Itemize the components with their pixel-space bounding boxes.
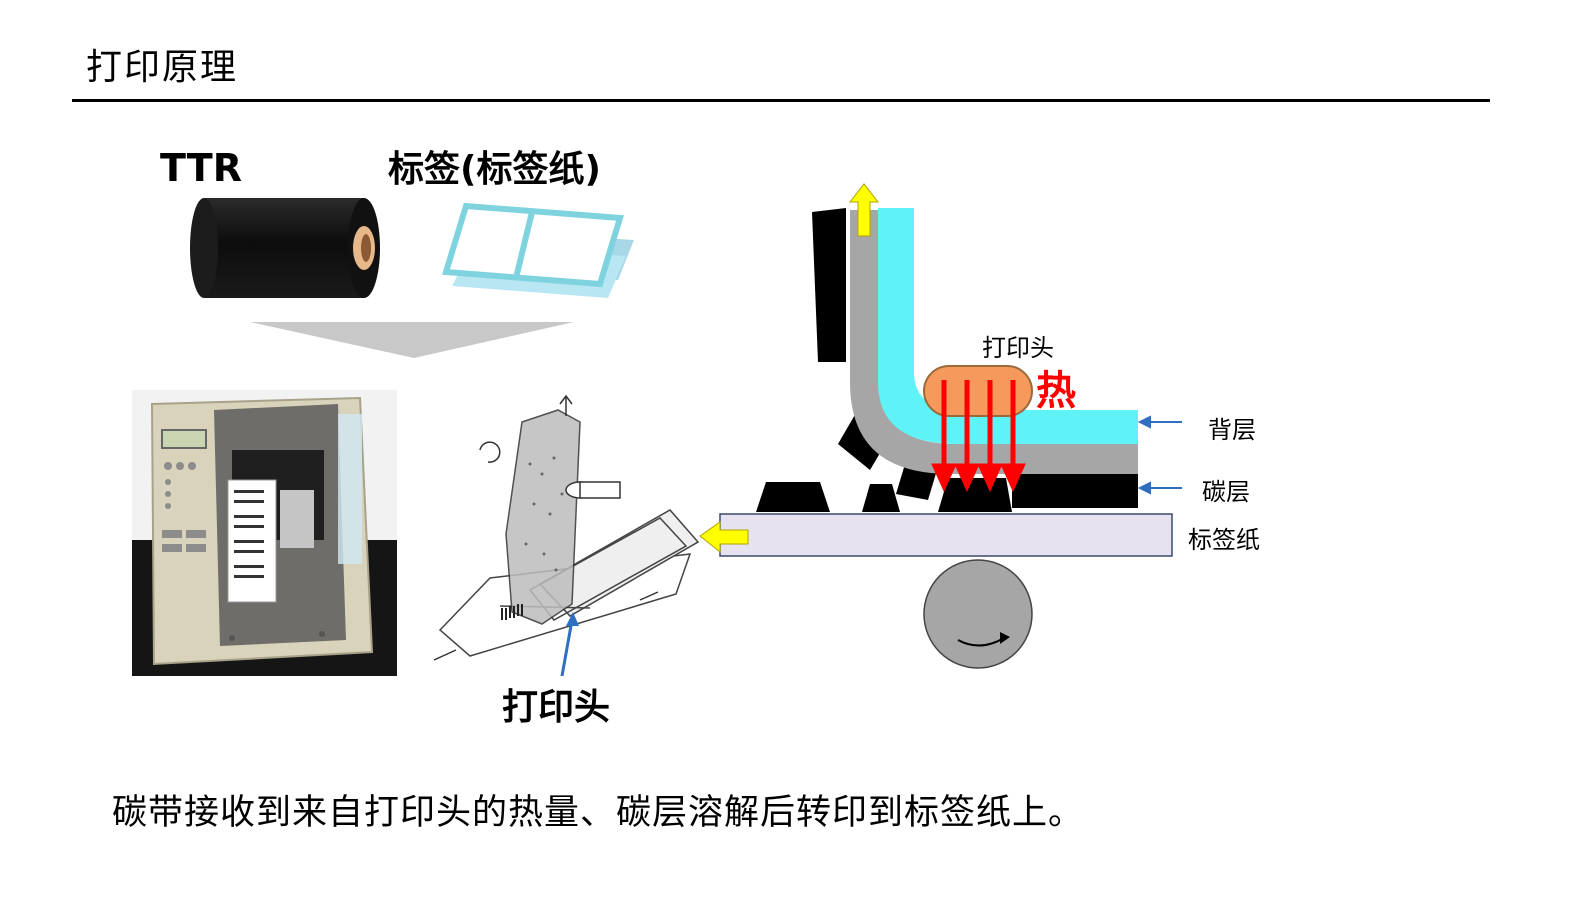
title-divider [72, 99, 1490, 102]
transferred-ink-block [862, 484, 900, 512]
page-title: 打印原理 [86, 47, 239, 88]
diagram-back-layer-label: 背层 [1208, 416, 1256, 444]
caption-text: 碳带接收到来自打印头的热量、碳层溶解后转印到标签纸上。 [112, 793, 1085, 833]
carbon-layer-strip [812, 208, 846, 362]
label-paper-stack-image [442, 202, 634, 298]
ttr-label: TTR [160, 146, 242, 190]
diagram-label-paper-label: 标签纸 [1188, 526, 1260, 554]
diagram-carbon-layer-label: 碳层 [1202, 478, 1250, 506]
printer-photo [132, 390, 397, 676]
platen-roller [923, 559, 1033, 669]
transferred-ink-block [938, 478, 1012, 512]
down-triangle-arrow [250, 322, 574, 358]
heat-arrows [931, 380, 1026, 493]
diagram-print-head-label: 打印头 [982, 334, 1054, 362]
carbon-layer-right [1012, 474, 1138, 508]
paper-left-arrow [699, 521, 749, 554]
label-paper-layer [719, 513, 1173, 557]
print-mechanism-sketch [433, 394, 700, 661]
print-head [923, 365, 1033, 417]
back-layer [878, 208, 1138, 444]
ttr-ribbon-roll-image [190, 198, 380, 298]
printhead-callout-arrow [560, 612, 579, 677]
thermal-transfer-diagram [699, 183, 1182, 669]
label-paper-label: 标签(标签纸) [388, 149, 601, 190]
transferred-ink-block [756, 482, 830, 512]
ribbon-up-arrow [848, 183, 880, 237]
diagram-heat-label: 热 [1036, 368, 1076, 414]
printhead-callout-label: 打印头 [502, 687, 611, 728]
